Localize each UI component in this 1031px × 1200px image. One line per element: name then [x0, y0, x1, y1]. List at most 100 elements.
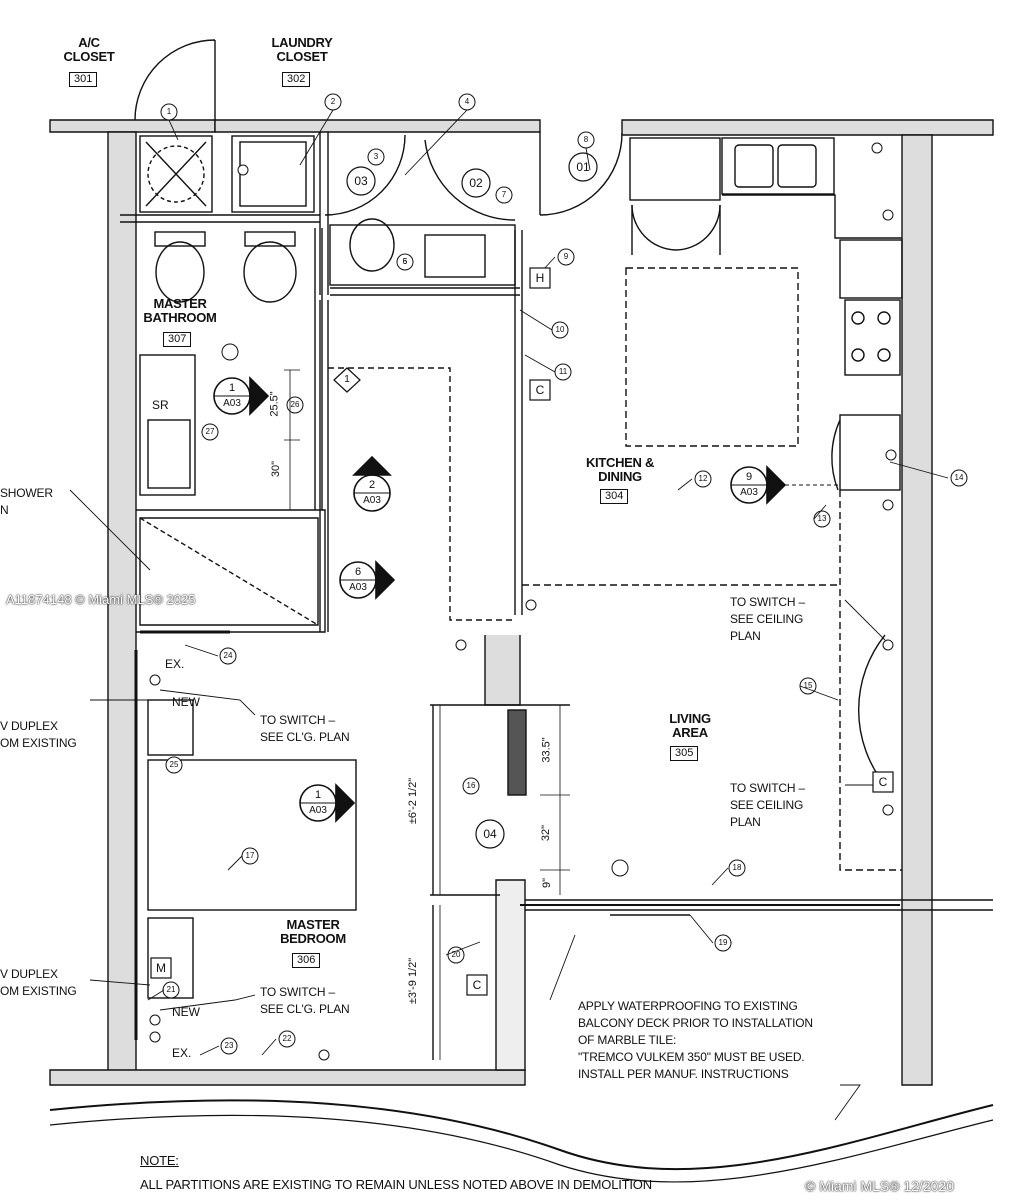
callout-15: 15 — [803, 681, 813, 690]
switch-note-bed-1: TO SWITCH – SEE CL'G. PLAN — [260, 713, 350, 744]
callout-12: 12 — [698, 474, 708, 483]
callout-20: 20 — [451, 950, 461, 959]
listing-watermark: A11874148 © Miami MLS® 2025 — [6, 592, 196, 607]
switch-note-living-2: TO SWITCH – SEE CEILING PLAN — [730, 781, 805, 829]
ac-closet-label: A/C CLOSET — [63, 35, 115, 64]
dim-30: 30" — [270, 460, 283, 478]
wall-bottom — [49, 1069, 526, 1086]
callout-7: 7 — [501, 190, 507, 199]
laundry-box — [231, 135, 315, 213]
wall-top-mid — [214, 119, 541, 133]
section-marker-6-num: 6 — [354, 566, 362, 578]
living-label: LIVING AREA — [669, 711, 711, 740]
tag-h: H — [535, 271, 545, 285]
duplex-note-1: V DUPLEX OM EXISTING — [0, 719, 77, 750]
section-marker-1-sheet: A03 — [223, 398, 241, 409]
ac-closet-number: 301 — [69, 72, 98, 87]
switch-note-bed-2: TO SWITCH – SEE CL'G. PLAN — [260, 985, 350, 1016]
callout-25: 25 — [169, 760, 179, 769]
callout-5: 5 — [402, 257, 408, 266]
range — [844, 299, 901, 376]
note-text: ALL PARTITIONS ARE EXISTING TO REMAIN UN… — [140, 1177, 652, 1192]
new-label-1: NEW — [172, 695, 200, 709]
fridge — [629, 137, 721, 201]
callout-8: 8 — [583, 135, 589, 144]
master-bed-label: MASTER BEDROOM — [280, 917, 346, 946]
callout-1: 1 — [166, 107, 172, 116]
door-04: 04 — [483, 827, 497, 841]
tag-c-hall: C — [535, 383, 545, 397]
callout-26: 26 — [290, 400, 300, 409]
callout-13: 13 — [817, 514, 827, 523]
tag-c-bed: C — [472, 978, 482, 992]
callout-17: 17 — [245, 851, 255, 860]
section-marker-9-num: 9 — [745, 471, 753, 483]
ex-label-2: EX. — [172, 1046, 192, 1060]
callout-2: 2 — [330, 97, 336, 106]
balcony-curve-2 — [49, 1114, 994, 1183]
wall-right — [901, 134, 933, 1086]
door-03: 03 — [354, 174, 368, 188]
dim-33-5: 33.5" — [540, 737, 553, 763]
callout-18: 18 — [732, 863, 742, 872]
callout-27: 27 — [205, 427, 215, 436]
dim-32: 32" — [540, 824, 553, 842]
callout-22: 22 — [282, 1034, 292, 1043]
callout-16: 16 — [466, 781, 476, 790]
ac-unit-x — [145, 141, 207, 207]
shower-label: SHOWER N — [0, 486, 53, 517]
section-marker-2-sheet: A03 — [363, 495, 381, 506]
callout-14: 14 — [954, 473, 964, 482]
dim-25-5: 25.5" — [268, 391, 281, 417]
dim-9: 9" — [541, 877, 554, 889]
callout-9: 9 — [563, 252, 569, 261]
balcony-curve — [49, 1099, 994, 1171]
section-marker-2-num: 2 — [368, 479, 376, 491]
door-swing-03 — [324, 134, 406, 216]
master-bath-label: MASTER BATHROOM — [143, 296, 217, 325]
door-swing-ac — [134, 39, 216, 121]
door-swing-02 — [424, 139, 516, 221]
dining-table — [625, 267, 799, 447]
balcony-edge — [525, 899, 993, 911]
laundry-number: 302 — [282, 72, 311, 87]
bed — [147, 759, 357, 911]
sink — [721, 137, 835, 195]
new-label-2: NEW — [172, 1005, 200, 1019]
kitchen-label: KITCHEN & DINING — [585, 455, 655, 484]
callout-11: 11 — [558, 367, 568, 376]
tag-c-living: C — [878, 775, 888, 789]
callout-23: 23 — [224, 1041, 234, 1050]
switch-note-living-1: TO SWITCH – SEE CEILING PLAN — [730, 595, 805, 643]
dim-3-9: ±3'-9 1/2" — [407, 957, 420, 1005]
door-swing-01 — [539, 132, 623, 216]
section-marker-1-num: 1 — [228, 382, 236, 394]
laundry-label: LAUNDRY CLOSET — [271, 35, 333, 64]
section-marker-9-sheet: A03 — [740, 487, 758, 498]
door-02: 02 — [469, 176, 483, 190]
section-marker-bed-num: 1 — [314, 789, 322, 801]
master-bed-number: 306 — [292, 953, 321, 968]
duplex-note-2: V DUPLEX OM EXISTING — [0, 967, 77, 998]
callout-19: 19 — [718, 938, 728, 947]
waterproofing-note: APPLY WATERPROOFING TO EXISTING BALCONY … — [578, 999, 813, 1081]
sr-label: SR — [152, 398, 169, 412]
callout-21: 21 — [166, 985, 176, 994]
master-bath-number: 307 — [163, 332, 192, 347]
door-01: 01 — [576, 160, 590, 174]
tag-m: M — [156, 961, 166, 975]
tag-diamond-1: 1 — [344, 374, 350, 385]
section-marker-bed-sheet: A03 — [309, 805, 327, 816]
corner-watermark: © Miami MLS® 12/2020 — [805, 1178, 955, 1194]
callout-6: 6 — [402, 257, 408, 266]
dim-6-2: ±6'-2 1/2" — [407, 777, 420, 825]
callout-4: 4 — [464, 97, 470, 106]
callout-10: 10 — [555, 325, 565, 334]
callout-3: 3 — [373, 152, 379, 161]
callout-24: 24 — [223, 651, 233, 660]
wall-top-left — [49, 119, 216, 133]
section-marker-6-sheet: A03 — [349, 582, 367, 593]
kitchen-number: 304 — [600, 489, 629, 504]
ex-label-1: EX. — [165, 657, 185, 671]
